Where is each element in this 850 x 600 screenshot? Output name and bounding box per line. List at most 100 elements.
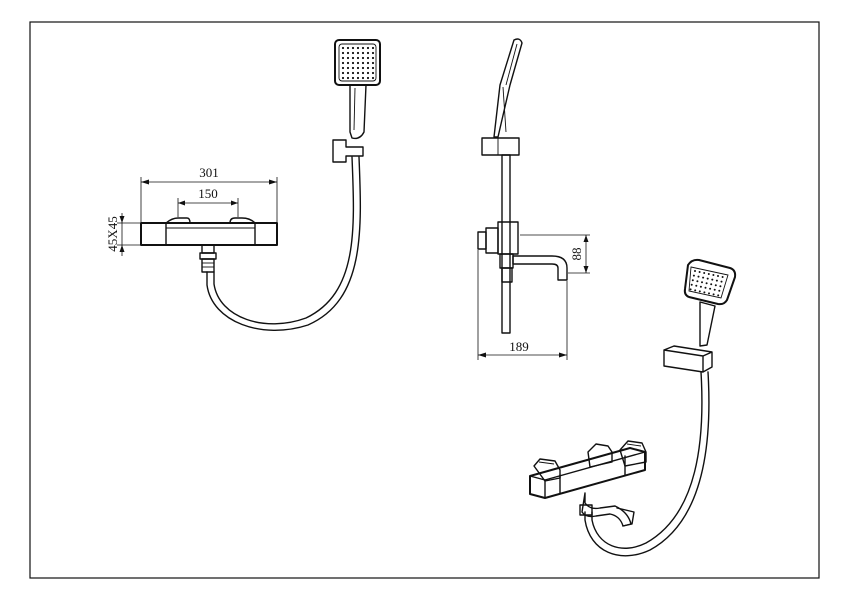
hand-shower-head-front	[334, 39, 381, 86]
bath-spout-side	[512, 255, 568, 281]
nozzle-dot	[356, 76, 360, 80]
nozzle-dot	[698, 271, 701, 273]
nozzle-dot	[699, 285, 702, 288]
nozzle-dot	[346, 56, 350, 60]
dimension-label-45x45: 45X45	[105, 216, 120, 251]
nozzle-dot	[704, 286, 707, 289]
nozzle-dot	[346, 76, 350, 80]
nozzle-grid-perspective	[689, 270, 724, 297]
nozzle-dot	[361, 71, 365, 75]
nozzle-dot	[705, 282, 708, 285]
nozzle-dot	[371, 76, 375, 80]
nozzle-dot	[351, 71, 355, 75]
nozzle-dot	[361, 56, 365, 60]
nozzle-dot	[341, 56, 345, 60]
nozzle-dot	[707, 273, 710, 275]
nozzle-dot	[341, 61, 345, 65]
hand-shower-head-perspective	[683, 258, 737, 347]
nozzle-dot	[703, 272, 706, 274]
nozzle-dot	[366, 76, 370, 80]
nozzle-dot	[356, 71, 360, 75]
nozzle-dot	[361, 76, 365, 80]
nozzle-dot	[717, 275, 719, 277]
nozzle-dot	[694, 289, 697, 292]
slide-rail	[501, 154, 511, 334]
shower-hose	[206, 156, 362, 331]
nozzle-dot	[356, 56, 360, 60]
nozzle-dot	[351, 76, 355, 80]
nozzle-dot	[709, 287, 712, 290]
nozzle-dot	[721, 276, 724, 278]
nozzle-dot	[371, 46, 375, 50]
nozzle-dot	[361, 61, 365, 65]
dimension-45x45	[117, 213, 140, 256]
drawing-frame	[29, 21, 820, 579]
nozzle-dot	[711, 278, 714, 281]
shower-holder-perspective	[663, 345, 713, 373]
nozzle-dot	[715, 279, 718, 282]
nozzle-dot	[696, 280, 699, 283]
nozzle-dot	[346, 46, 350, 50]
nozzle-dot	[346, 51, 350, 55]
nozzle-dot	[371, 71, 375, 75]
nozzle-dot	[366, 51, 370, 55]
front-view: 301 150 45X45	[105, 39, 381, 331]
hand-shower-handle	[349, 84, 367, 140]
side-view: 88 189	[477, 38, 590, 360]
nozzle-dot	[356, 66, 360, 70]
dimension-label-88: 88	[569, 248, 584, 261]
dimension-label-189: 189	[509, 339, 529, 354]
nozzle-dot	[366, 61, 370, 65]
nozzle-dot	[356, 46, 360, 50]
dimension-label-301: 301	[199, 165, 219, 180]
thermostat-body-perspective	[529, 440, 647, 527]
nozzle-dot	[366, 46, 370, 50]
nozzle-dot	[710, 283, 713, 286]
nozzle-dot	[351, 66, 355, 70]
nozzle-dot	[346, 66, 350, 70]
shower-holder	[332, 139, 364, 163]
nozzle-dot	[341, 46, 345, 50]
nozzle-dot	[703, 291, 706, 294]
nozzle-dot	[691, 279, 694, 282]
perspective-view	[529, 258, 737, 557]
nozzle-dot	[697, 275, 700, 278]
nozzle-dot	[346, 61, 350, 65]
nozzle-dot	[717, 294, 720, 297]
nozzle-dot	[713, 288, 716, 291]
nozzle-dot	[341, 66, 345, 70]
nozzle-dot	[690, 283, 693, 286]
nozzle-dot	[361, 46, 365, 50]
nozzle-dot	[356, 61, 360, 65]
nozzle-dot	[341, 71, 345, 75]
nozzle-dot	[361, 51, 365, 55]
nozzle-dot	[694, 270, 696, 272]
dimension-189	[477, 250, 568, 360]
nozzle-dot	[366, 56, 370, 60]
thermostat-body-front	[140, 217, 278, 273]
nozzle-dot	[689, 288, 692, 291]
nozzle-dot	[371, 56, 375, 60]
nozzle-dot	[692, 274, 695, 277]
nozzle-dot	[356, 51, 360, 55]
nozzle-dot	[701, 281, 703, 284]
dimension-150	[177, 198, 239, 217]
nozzle-dot	[702, 276, 705, 279]
nozzle-dot	[341, 51, 345, 55]
nozzle-dot	[714, 284, 717, 287]
nozzle-dot	[712, 274, 715, 276]
nozzle-dot	[351, 51, 355, 55]
nozzle-dot	[720, 280, 723, 283]
nozzle-grid	[341, 46, 375, 80]
nozzle-dot	[712, 293, 715, 296]
dimension-301	[140, 177, 278, 222]
nozzle-dot	[718, 289, 721, 292]
slide-holder-side	[481, 137, 520, 156]
hand-shower-side	[493, 38, 523, 138]
nozzle-dot	[706, 277, 709, 280]
nozzle-dot	[361, 66, 365, 70]
nozzle-dot	[351, 56, 355, 60]
nozzle-dot	[371, 66, 375, 70]
nozzle-dot	[366, 66, 370, 70]
nozzle-dot	[351, 61, 355, 65]
